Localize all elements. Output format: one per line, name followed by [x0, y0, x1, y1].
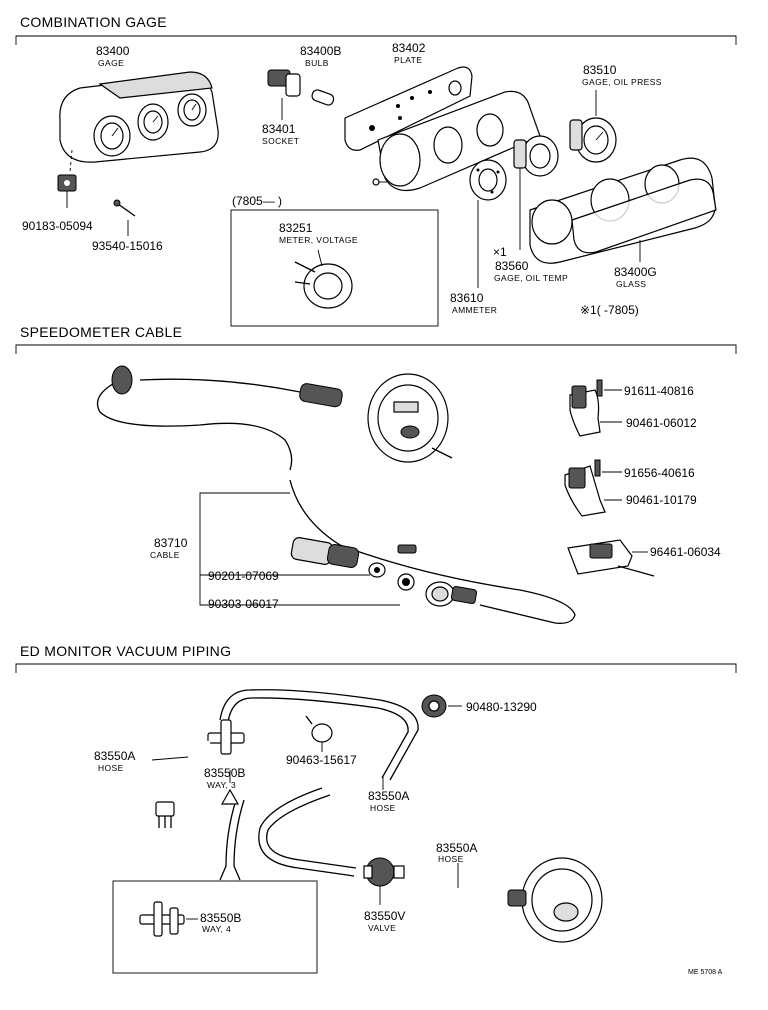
oil-press-gage-83510-illustration: [569, 90, 617, 163]
plate-83402-illustration: [344, 66, 473, 151]
label-83560-num: 83560: [495, 259, 529, 273]
section-title-combination-gage: COMBINATION GAGE: [20, 14, 167, 30]
section-bracket-monitor: [15, 663, 737, 673]
glass-83400g-illustration: [529, 157, 717, 264]
label-83560-mark: ×1: [493, 245, 507, 259]
label-83402-num: 83402: [392, 41, 426, 55]
label-83251-desc: METER, VOLTAGE: [279, 235, 358, 245]
label-83401-desc: SOCKET: [262, 136, 299, 146]
cable-leader-83710: [199, 492, 400, 606]
label-96461: 96461-06034: [650, 545, 721, 559]
section-bracket-speedometer: [15, 344, 737, 354]
label-83550a-hose1-desc: HOSE: [98, 763, 124, 773]
gage-housing-illustration: [59, 71, 219, 173]
voltage-meter-83251-illustration: [294, 249, 353, 309]
label-91656: 91656-40616: [624, 466, 695, 480]
date-box: [230, 209, 439, 327]
label-83401-num: 83401: [262, 122, 296, 136]
label-90463: 90463-15617: [286, 753, 357, 767]
label-83610-desc: AMMETER: [452, 305, 497, 315]
label-83550v-desc: VALVE: [368, 923, 396, 933]
label-83402-desc: PLATE: [394, 55, 422, 65]
label-83550a-hose3-num: 83550A: [436, 841, 477, 855]
label-90303: 90303-06017: [208, 597, 279, 611]
section-bracket-combination: [15, 35, 737, 45]
ammeter-83610-illustration: [469, 159, 507, 288]
label-83400g-num: 83400G: [614, 265, 657, 279]
label-83550b-3way-desc: WAY, 3: [207, 780, 236, 790]
diagram-reference-code: ME 5708 A: [688, 969, 723, 976]
socket-83401-illustration: [267, 69, 301, 120]
label-83400g-desc: GLASS: [616, 279, 646, 289]
bulb-83400b-illustration: [311, 89, 335, 106]
label-83710-num: 83710: [154, 536, 188, 550]
bracket-90461-06012-illustration: [569, 379, 622, 437]
speedometer-cable-illustration: [96, 365, 576, 624]
label-83550v-num: 83550V: [364, 909, 405, 923]
gage-cans-illustration: [372, 90, 541, 191]
label-83550a-hose1-num: 83550A: [94, 749, 135, 763]
label-83710-desc: CABLE: [150, 550, 180, 560]
four-way-box: [112, 880, 318, 974]
vacuum-piping-illustration: [151, 689, 603, 943]
label-90201: 90201-07069: [208, 569, 279, 583]
label-90461-06012: 90461-06012: [626, 416, 697, 430]
oil-temp-gage-83560-illustration: [513, 135, 559, 250]
label-83510-num: 83510: [583, 63, 617, 77]
date-box-label: (7805— ): [232, 194, 282, 208]
label-83400b-desc: BULB: [305, 58, 329, 68]
label-83550a-hose2-num: 83550A: [368, 789, 409, 803]
label-83510-desc: GAGE, OIL PRESS: [582, 77, 662, 87]
bracket-90461-10179-illustration: [564, 459, 622, 517]
label-83251-num: 83251: [279, 221, 313, 235]
clip-90183-illustration: [57, 174, 77, 208]
label-83400-num: 83400: [96, 44, 130, 58]
label-83550b-4way-num: 83550B: [200, 911, 241, 925]
footnote-7805: ※1( -7805): [580, 303, 639, 317]
screw-93540-illustration: [113, 199, 136, 236]
label-83550b-4way-desc: WAY, 4: [202, 924, 231, 934]
section-title-monitor-vacuum: ED MONITOR VACUUM PIPING: [20, 643, 231, 659]
label-83550a-hose3-desc: HOSE: [438, 854, 464, 864]
label-90480: 90480-13290: [466, 700, 537, 714]
label-83610-num: 83610: [450, 291, 484, 305]
label-83550a-hose2-desc: HOSE: [370, 803, 396, 813]
label-83400-desc: GAGE: [98, 58, 124, 68]
label-83560-desc: GAGE, OIL TEMP: [494, 273, 568, 283]
label-83550b-3way-num: 83550B: [204, 766, 245, 780]
label-91611: 91611-40816: [624, 384, 694, 398]
label-90183: 90183-05094: [22, 219, 93, 233]
label-90461-10179: 90461-10179: [626, 493, 697, 507]
section-title-speedometer-cable: SPEEDOMETER CABLE: [20, 324, 182, 340]
label-83400b-num: 83400B: [300, 44, 341, 58]
bracket-96461-illustration: [567, 539, 655, 577]
label-93540: 93540-15016: [92, 239, 163, 253]
